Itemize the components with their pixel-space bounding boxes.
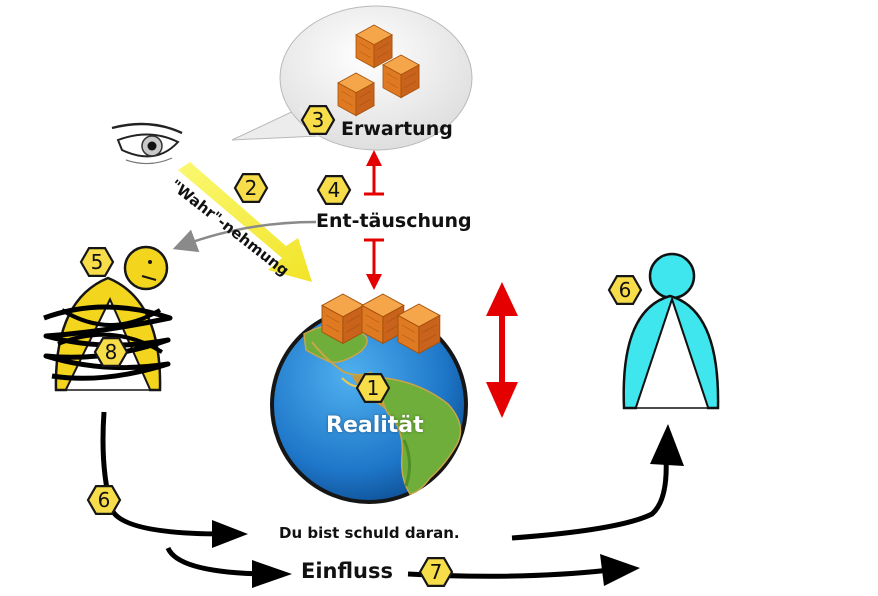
label-realitaet: Realität	[326, 413, 424, 438]
badge-hexagon	[355, 373, 391, 403]
badge-number: 4	[328, 178, 341, 202]
number-badge: 2	[233, 173, 269, 203]
number-badge: 7	[418, 556, 454, 588]
number-badge: 4	[316, 175, 352, 205]
label-einfluss: Einfluss	[301, 559, 394, 583]
badge-number: 3	[312, 108, 325, 132]
red-arrow-up	[364, 150, 384, 196]
free-figure-icon	[622, 252, 720, 410]
badge-hexagon	[300, 104, 336, 135]
badge-number: 5	[91, 250, 104, 274]
badge-hexagon	[233, 173, 269, 203]
badge-hexagon	[607, 275, 643, 305]
label-enttaeuschung: Ent-täuschung	[316, 210, 472, 232]
number-badge: 5	[79, 247, 115, 277]
badge-number: 2	[245, 176, 258, 200]
badge-number: 6	[98, 488, 111, 512]
number-badge: 8	[93, 337, 129, 367]
number-badge: 6	[607, 275, 643, 305]
badge-hexagon	[86, 485, 122, 516]
badge-number: 7	[430, 560, 443, 584]
badge-number: 8	[105, 340, 118, 364]
badge-hexagon	[418, 556, 454, 588]
badge-number: 1	[367, 376, 380, 400]
badge-hexagon	[93, 337, 129, 367]
badge-hexagon	[79, 247, 115, 277]
number-badge: 1	[355, 373, 391, 403]
label-erwartung: Erwartung	[341, 118, 453, 140]
red-double-arrow	[486, 282, 518, 418]
badge-hexagon	[316, 175, 352, 205]
blame-right-arrow	[511, 424, 684, 541]
label-schuld: Du bist schuld daran.	[279, 524, 460, 542]
eye-icon	[111, 122, 183, 165]
number-badge: 6	[86, 485, 122, 516]
influence-arrow	[165, 546, 292, 588]
badge-number: 6	[619, 278, 632, 302]
perception-arrow	[178, 162, 312, 282]
gray-arrow	[172, 220, 317, 253]
blame-arrow	[100, 411, 248, 548]
red-arrow-down	[364, 238, 384, 290]
number-badge: 3	[300, 104, 336, 135]
